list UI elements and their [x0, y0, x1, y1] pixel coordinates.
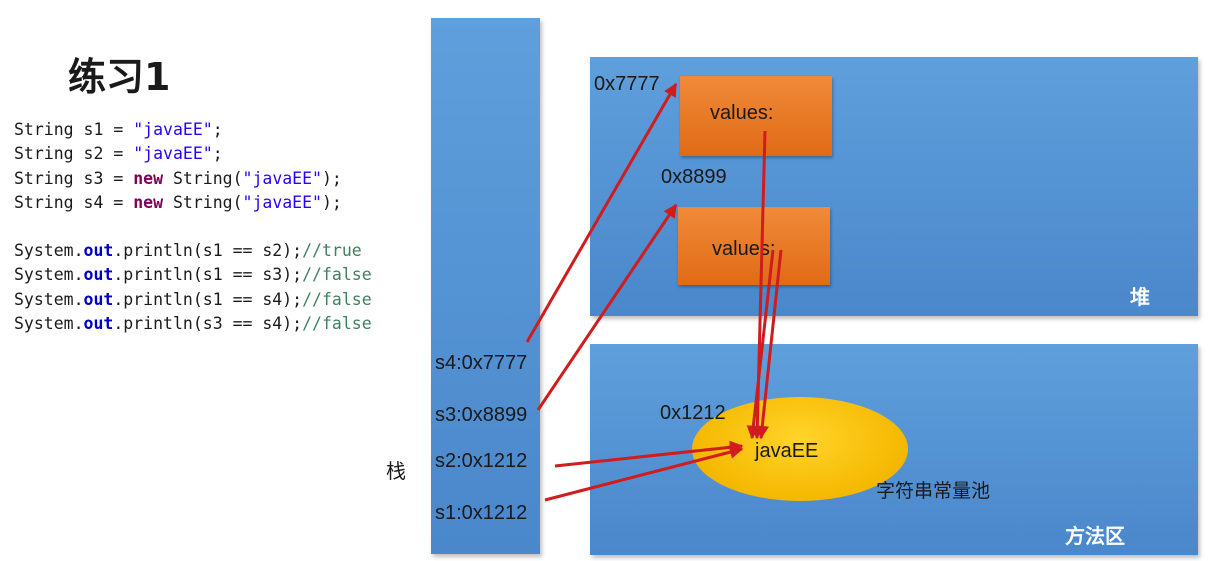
- arrow-s3-to-obj2: [536, 203, 678, 411]
- code-token: out: [83, 289, 114, 309]
- code-line: System.out.println(s3 == s4);//false: [14, 312, 372, 336]
- stack-panel: [431, 18, 540, 554]
- stack-var-s3: s3:0x8899: [435, 404, 528, 426]
- code-token: //true: [302, 241, 362, 261]
- code-token: ;: [212, 144, 223, 164]
- code-token: String(: [163, 192, 243, 212]
- code-token: String(: [163, 168, 243, 188]
- code-token: ;: [212, 120, 223, 139]
- code-token: "javaEE": [133, 120, 213, 139]
- heap-object-1-field: values:: [710, 102, 774, 124]
- code-token: System.: [14, 241, 84, 261]
- code-token: );: [322, 192, 342, 212]
- string-pool-label: 字符串常量池: [876, 480, 991, 502]
- heap-object-1: [680, 76, 832, 156]
- arrow-s1-to-pool: [544, 445, 744, 502]
- pool-entry-address: 0x1212: [660, 402, 726, 424]
- code-token: out: [83, 265, 114, 285]
- code-line: String s1 = "javaEE";: [14, 118, 372, 142]
- code-token: .println(s1 == s2);: [113, 241, 303, 261]
- heap-object-2-field: values:: [712, 238, 776, 260]
- stack-label: 栈: [386, 459, 406, 483]
- code-token: .println(s1 == s3);: [113, 265, 303, 285]
- heap-object-2: [678, 207, 830, 285]
- code-token: out: [83, 314, 114, 334]
- code-line: String s4 = new String("javaEE");: [14, 191, 372, 215]
- code-token: .println(s3 == s4);: [113, 314, 303, 334]
- code-token: "javaEE": [242, 168, 322, 188]
- code-block: String s1 = "javaEE";String s2 = "javaEE…: [14, 118, 372, 336]
- code-token: System.: [14, 289, 84, 309]
- method-area-label: 方法区: [1065, 524, 1125, 548]
- code-line: System.out.println(s1 == s2);//true: [14, 239, 372, 263]
- code-token: new: [133, 192, 164, 212]
- pool-entry-value: javaEE: [755, 440, 819, 462]
- arrow-obj2-to-pool-a: [746, 249, 775, 440]
- code-token: String s3 =: [14, 168, 134, 188]
- code-token: String s2 =: [14, 144, 134, 164]
- stack-var-s4: s4:0x7777: [435, 352, 528, 374]
- code-token: //false: [302, 314, 372, 334]
- code-line: System.out.println(s1 == s4);//false: [14, 288, 372, 312]
- code-token: "javaEE": [242, 192, 322, 212]
- code-token: String s4 =: [14, 192, 134, 212]
- slide-title: 练习1: [68, 55, 171, 99]
- code-line: String s2 = "javaEE";: [14, 142, 372, 166]
- stack-var-s1: s1:0x1212: [435, 502, 528, 524]
- code-token: //false: [302, 289, 372, 309]
- stack-var-s2: s2:0x1212: [435, 450, 528, 472]
- code-token: out: [83, 241, 114, 261]
- code-token: .println(s1 == s4);: [113, 289, 303, 309]
- code-line: String s3 = new String("javaEE");: [14, 167, 372, 191]
- code-token: "javaEE": [133, 144, 213, 164]
- code-token: //false: [302, 265, 372, 285]
- heap-label: 堆: [1130, 285, 1150, 309]
- heap-object-1-address: 0x7777: [594, 73, 660, 95]
- code-token: );: [322, 168, 342, 188]
- code-token: System.: [14, 265, 84, 285]
- arrow-s4-to-obj1: [525, 82, 678, 343]
- code-token: new: [133, 168, 164, 188]
- arrow-obj2-to-pool-b: [755, 249, 783, 440]
- code-token: System.: [14, 314, 84, 334]
- arrow-s2-to-pool: [554, 440, 744, 468]
- heap-object-2-address: 0x8899: [661, 166, 727, 188]
- code-line: System.out.println(s1 == s3);//false: [14, 263, 372, 287]
- code-token: String s1 =: [14, 120, 134, 139]
